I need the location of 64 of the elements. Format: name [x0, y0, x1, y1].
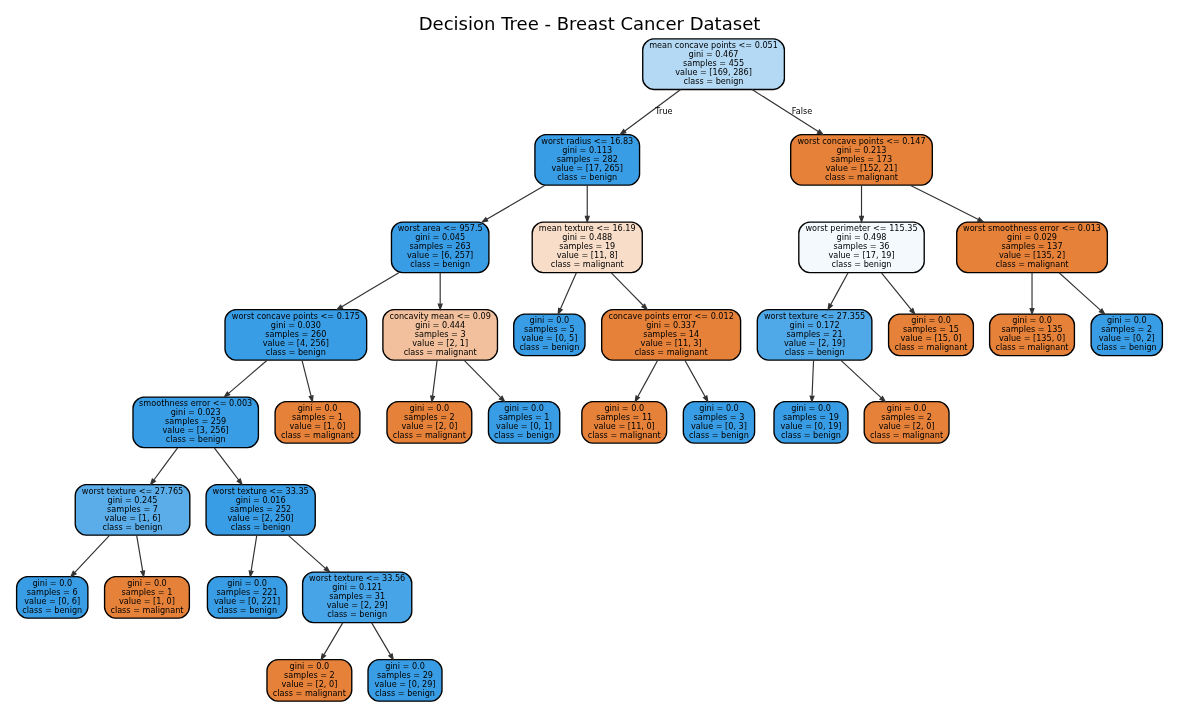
diagram-title: Decision Tree - Breast Cancer Dataset	[418, 12, 761, 34]
arrow	[1029, 272, 1035, 316]
arrow	[370, 622, 395, 662]
edge-label: True	[655, 105, 673, 116]
node-box: gini = 0.0 samples = 15 value = [15, 0] class = malignant	[887, 313, 975, 357]
arrow	[809, 359, 815, 404]
arrow	[827, 272, 849, 311]
node-box: gini = 0.0 samples = 1 value = [1, 0] class = malignant	[103, 575, 191, 619]
node-box: gini = 0.0 samples = 6 value = [0, 6] class = benign	[15, 575, 89, 619]
node-box: worst texture <= 27.355 gini = 0.172 samples = 21 value = [2, 19] class = benign	[756, 308, 873, 361]
arrow	[584, 184, 590, 224]
node-box: worst texture <= 33.35 gini = 0.016 samples = 252 value = [2, 250] class = benign	[205, 483, 316, 536]
arrow	[557, 272, 577, 316]
arrow	[320, 622, 344, 662]
node-box: worst smoothness error <= 0.013 gini = 0.029 samples = 137 value = [135, 2] class = malignant	[956, 221, 1109, 274]
arrow	[634, 359, 659, 404]
node-box: gini = 0.0 samples = 29 value = [0, 29] class = benign	[367, 658, 443, 702]
arrow	[429, 359, 438, 404]
node-box: smoothness error <= 0.003 gini = 0.023 samples = 259 value = [3, 256] class = benign	[132, 396, 260, 449]
node-box: gini = 0.0 samples = 1 value = [0, 1] class = benign	[487, 400, 561, 444]
arrow	[480, 184, 546, 223]
node-box: worst texture <= 27.765 gini = 0.245 samples = 7 value = [1, 6] class = benign	[74, 483, 191, 536]
node-box: mean concave points <= 0.051 gini = 0.467 samples = 455 value = [169, 286] class = benign	[642, 38, 786, 91]
node-box: worst concave points <= 0.147 gini = 0.213 samples = 173 value = [152, 21] class = malignant	[790, 133, 933, 186]
arrow	[610, 272, 649, 311]
arrow	[437, 272, 443, 312]
node-box: gini = 0.0 samples = 2 value = [0, 2] class = benign	[1090, 313, 1164, 357]
node-box: gini = 0.0 samples = 19 value = [0, 19] class = benign	[773, 400, 849, 444]
node-box: concavity mean <= 0.09 gini = 0.444 samples = 3 value = [2, 1] class = malignant	[382, 308, 499, 361]
node-box: gini = 0.0 samples = 2 value = [2, 0] class = malignant	[386, 400, 473, 444]
node-box: worst area <= 957.5 gini = 0.045 samples = 263 value = [6, 257] class = benign	[390, 221, 490, 274]
node-box: gini = 0.0 samples = 5 value = [0, 5] class = benign	[513, 313, 586, 357]
arrow	[909, 184, 985, 223]
node-box: gini = 0.0 samples = 11 value = [11, 0] class = malignant	[581, 400, 668, 444]
arrow	[840, 359, 887, 403]
node-box: gini = 0.0 samples = 1 value = [1, 0] class = malignant	[274, 400, 361, 444]
arrow	[463, 359, 506, 403]
node-box: gini = 0.0 samples = 221 value = [0, 221] class = benign	[206, 575, 288, 619]
arrow	[213, 447, 244, 486]
arrow	[248, 534, 258, 579]
arrow	[223, 359, 268, 399]
arrow	[287, 534, 331, 574]
arrow	[149, 447, 179, 486]
node-box: mean texture <= 16.19 gini = 0.488 samples = 19 value = [11, 8] class = malignant	[531, 221, 643, 274]
arrow	[335, 272, 400, 311]
arrow	[69, 534, 111, 578]
arrow	[301, 359, 314, 404]
node-box: worst texture <= 33.56 gini = 0.121 samples = 31 value = [2, 29] class = benign	[301, 571, 413, 624]
arrow	[751, 88, 825, 136]
arrow	[1058, 272, 1107, 316]
node-box: gini = 0.0 samples = 2 value = [2, 0] class = malignant	[863, 400, 950, 444]
edge-label: False	[791, 105, 813, 116]
arrow	[858, 184, 865, 224]
node-box: worst radius <= 16.83 gini = 0.113 samples = 282 value = [17, 265] class = benign	[534, 133, 641, 186]
arrow	[618, 88, 682, 136]
node-box: gini = 0.0 samples = 3 value = [0, 3] class = benign	[682, 400, 756, 444]
arrow	[136, 534, 146, 579]
node-box: concave points error <= 0.012 gini = 0.337 samples = 14 value = [11, 3] class = malignant	[601, 308, 742, 361]
arrow	[880, 272, 916, 316]
node-box: worst concave points <= 0.175 gini = 0.030 samples = 260 value = [4, 256] class = benign	[224, 308, 368, 361]
node-box: gini = 0.0 samples = 135 value = [135, 0] class = malignant	[988, 313, 1076, 357]
node-box: gini = 0.0 samples = 2 value = [2, 0] class = malignant	[266, 658, 353, 702]
node-box: worst perimeter <= 115.35 gini = 0.498 samples = 36 value = [17, 19] class = benign	[798, 221, 925, 274]
arrow	[684, 359, 709, 404]
